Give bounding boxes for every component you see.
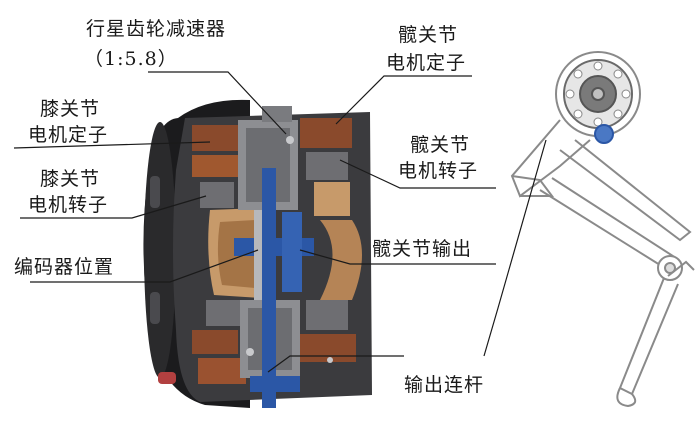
leader-knee-rotor: [20, 195, 207, 219]
label-knee-stator-line1: 膝关节: [40, 98, 101, 120]
leg-linkage-drawing: [510, 51, 695, 408]
leader-hip-rotor: [339, 159, 496, 189]
leader-output-link-ext: [483, 139, 547, 357]
label-planetary-gear: 行星齿轮减速器: [86, 18, 227, 40]
label-hip-rotor-line1: 髋关节: [410, 134, 471, 156]
knee-stator: [192, 125, 238, 151]
leader-encoder: [30, 249, 259, 283]
knee-rotor: [200, 182, 234, 208]
label-hip-output: 髋关节输出: [372, 238, 473, 260]
label-hip-stator-line2: 电机定子: [386, 52, 467, 74]
label-output-link: 输出连杆: [404, 374, 485, 396]
hip-stator: [300, 118, 352, 148]
actuator-cross-section: [143, 99, 372, 409]
shank-link: [618, 277, 679, 396]
leader-hip-stator: [335, 75, 472, 125]
leader-knee-stator: [13, 141, 211, 149]
leader-lines: [13, 71, 547, 373]
hip-output-ring: [320, 220, 362, 300]
leader-hip-output: [299, 249, 496, 265]
label-knee-rotor-line1: 膝关节: [40, 168, 101, 190]
blue-shaft: [262, 168, 276, 408]
thigh-long-link: [539, 177, 678, 272]
housing-rim: [144, 122, 176, 378]
label-knee-stator-line2: 电机定子: [28, 124, 109, 146]
leader-output-link: [267, 355, 404, 373]
label-gear-ratio: （1:5.8）: [84, 48, 178, 70]
label-hip-rotor-line2: 电机转子: [398, 160, 479, 182]
label-knee-rotor-line2: 电机转子: [28, 194, 109, 216]
label-hip-stator-line1: 髋关节: [398, 24, 459, 46]
leader-planetary: [148, 71, 287, 135]
label-encoder: 编码器位置: [14, 256, 115, 278]
